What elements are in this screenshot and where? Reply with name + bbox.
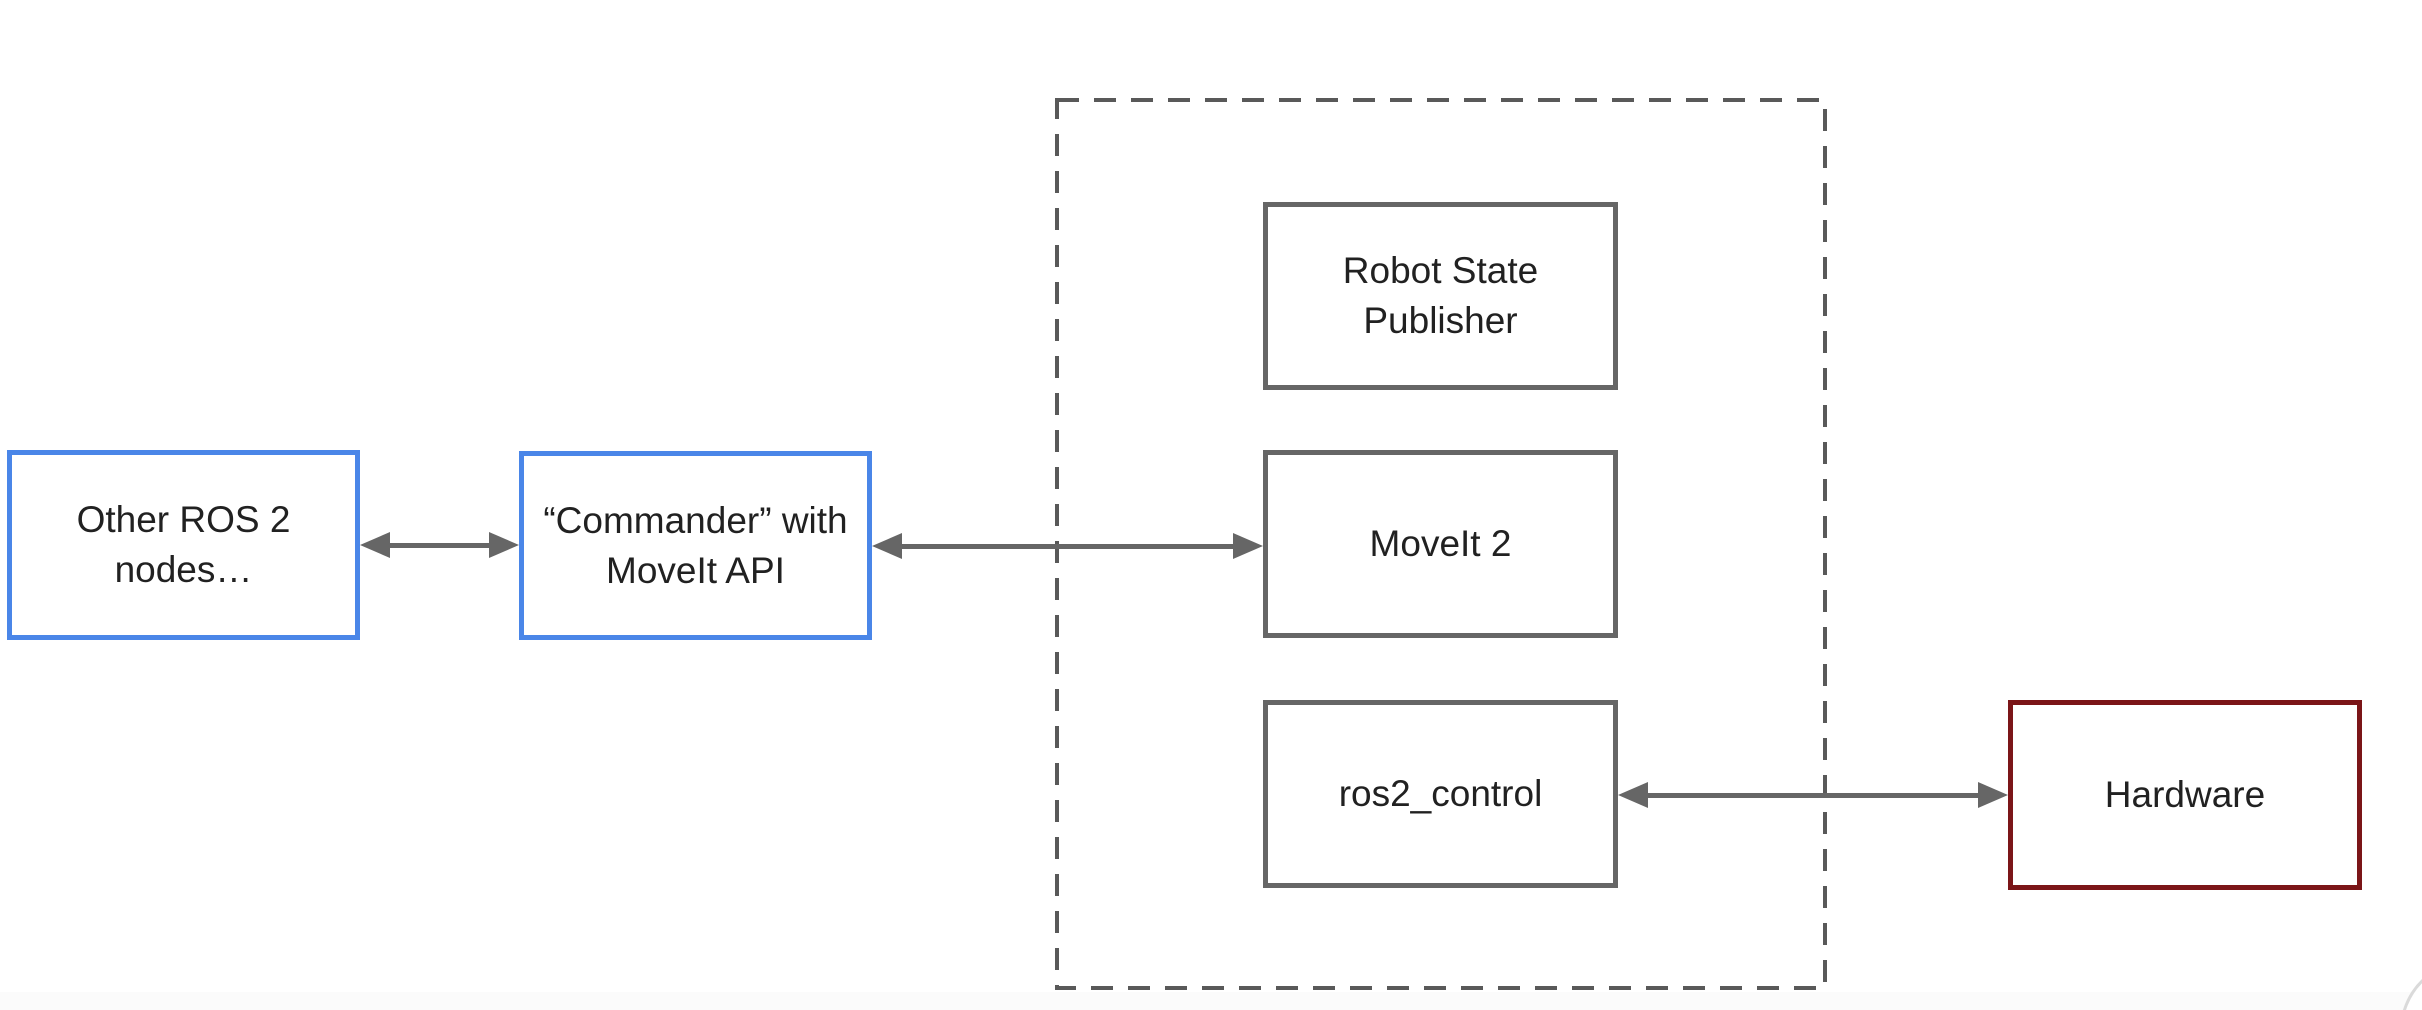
node-label: MoveIt 2 xyxy=(1369,523,1512,565)
arrowhead-right-icon xyxy=(1978,782,2008,808)
node-commander-with-moveit-api: “Commander” with MoveIt API xyxy=(519,451,872,640)
arrow-shaft xyxy=(1648,792,1978,798)
node-label: “Commander” with MoveIt API xyxy=(543,499,848,591)
footer-strip xyxy=(0,992,2422,1010)
node-label: Other ROS 2 nodes… xyxy=(76,499,291,590)
node-hardware: Hardware xyxy=(2008,700,2362,890)
arrow-shaft xyxy=(902,543,1233,549)
node-label: ros2_control xyxy=(1338,773,1543,815)
bidirectional-arrow-other-to-commander xyxy=(360,532,519,558)
arrowhead-left-icon xyxy=(872,533,902,559)
node-robot-state-publisher: Robot State Publisher xyxy=(1263,202,1618,390)
bidirectional-arrow-commander-to-moveit2 xyxy=(872,533,1263,559)
node-moveit-2: MoveIt 2 xyxy=(1263,450,1618,638)
node-label: Robot State Publisher xyxy=(1342,250,1539,341)
node-other-ros2-nodes: Other ROS 2 nodes… xyxy=(7,450,360,640)
arrowhead-right-icon xyxy=(1233,533,1263,559)
arrow-shaft xyxy=(390,542,489,548)
arrowhead-left-icon xyxy=(360,532,390,558)
bidirectional-arrow-ros2control-to-hardware xyxy=(1618,782,2008,808)
node-label: Hardware xyxy=(2104,774,2266,816)
arrowhead-left-icon xyxy=(1618,782,1648,808)
arrowhead-right-icon xyxy=(489,532,519,558)
node-ros2-control: ros2_control xyxy=(1263,700,1618,888)
